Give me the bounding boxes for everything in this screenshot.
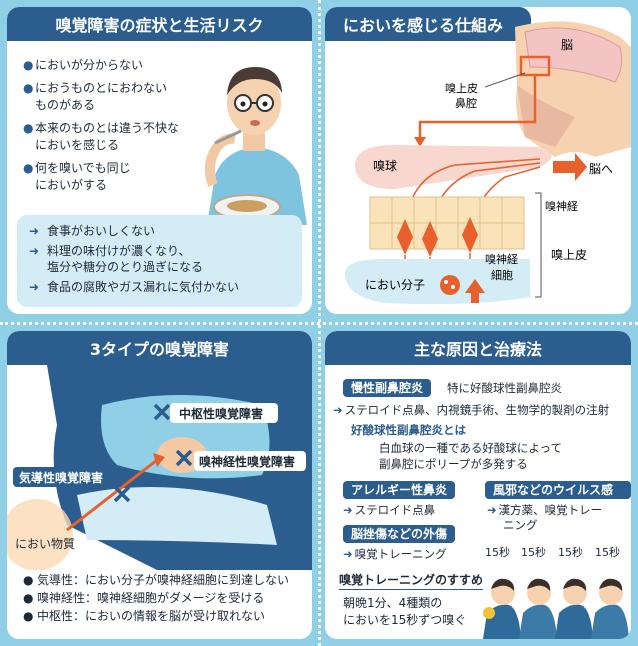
mechanism-panel-title: においを感じる仕組み [325,7,531,41]
man-eating-illustration [204,67,307,225]
mechanism-panel: においを感じる仕組み 脳 嗅上皮 鼻腔 嗅球 脳へ 嗅神経 [325,7,631,314]
chronic-sinusitis-treatment: ➜ステロイド点鼻、内視鏡手術、生物学的製剤の注射 [333,403,610,417]
allergic-treatment: ➜ステロイド点鼻 [343,503,436,517]
horizontal-divider [0,322,638,325]
nerve-label: 嗅神経 [545,199,578,213]
eosinophilic-note-line: 白血球の一種である好酸球によって [379,441,562,455]
viral-infection-tag: 風邪などのウイルス感染 [485,481,631,513]
odor-molecule-label: におい分子 [365,278,425,292]
types-panel: 3タイプの嗅覚障害 中枢性嗅覚障害 嗅神経性嗅覚障害 気導性嗅覚障害 におい物質… [7,331,312,639]
epithelium-side-label: 嗅上皮 [551,248,587,262]
timer-label: 15秒 [595,546,620,559]
chronic-sinusitis-tag: 慢性副鼻腔炎 [343,379,432,397]
training-description: 朝晩1分、4種類のにおいを15秒ずつ嗅ぐ [343,596,467,627]
risk-item: ➜食品の腐敗やガス漏れに気付かない [29,280,240,294]
symptom-item: ●においが分からない [23,58,144,72]
injury-tag: 脳挫傷などの外傷 [343,525,456,543]
legend-item: ●嗅神経性：嗅神経細胞がダメージを受ける [23,591,265,605]
arrow-right-icon: ➜ [29,224,40,238]
causes-panel: 主な原因と治療法 慢性副鼻腔炎 特に好酸球性副鼻腔炎 ➜ステロイド点鼻、内視鏡手… [325,331,631,639]
risk-list: ➜食事がおいしくない ➜料理の味付けが濃くなり、塩分や糖分のとり過ぎになる ➜食… [29,223,239,299]
bullet-icon: ● [23,573,34,587]
arrow-right-icon: ➜ [29,244,40,258]
bullet-icon: ● [23,121,34,135]
neural-label: 嗅神経性嗅覚障害 [199,454,295,469]
olfactory-mechanism-diagram: 脳 嗅上皮 鼻腔 嗅球 脳へ 嗅神経 [345,21,631,305]
causes-panel-title: 主な原因と治療法 [325,331,631,365]
risk-box: ➜食事がおいしくない ➜料理の味付けが濃くなり、塩分や糖分のとり過ぎになる ➜食… [17,215,302,307]
risk-item: ➜食事がおいしくない [29,224,156,238]
timer-label: 15秒 [521,546,546,559]
symptom-item: ●何を嗅いでも同じにおいがする [23,161,131,192]
bullet-icon: ● [23,591,34,605]
brain-label: 脳 [561,38,573,52]
symptoms-panel-title: 嗅覚障害の症状と生活リスク [7,7,312,41]
types-legend: ●気導性：におい分子が嗅神経細胞に到達しない ●嗅神経性：嗅神経細胞がダメージを… [23,571,289,625]
eosinophilic-note-line: 副鼻腔にポリープが多発する [379,457,528,471]
arrow-right-icon: ➜ [487,503,497,517]
legend-item: ●中枢性：においの情報を脳が受け取れない [23,609,266,623]
arrow-right-icon: ➜ [343,503,353,517]
training-title: 嗅覚トレーニングのすすめ [339,571,484,590]
injury-treatment: ➜嗅覚トレーニング [343,547,447,561]
bulb-label: 嗅球 [373,159,397,173]
timer-label: 15秒 [558,546,583,559]
eosinophilic-note-title: 好酸球性副鼻腔炎とは [351,423,466,437]
bullet-icon: ● [23,58,34,72]
viral-treatment: ➜漢方薬、嗅覚トレー [487,503,603,517]
risk-item: ➜料理の味付けが濃くなり、塩分や糖分のとり過ぎになる [29,244,204,274]
training-people-illustration [483,578,629,639]
cell-label-1: 嗅神経 [485,252,518,266]
bullet-icon: ● [23,81,34,95]
bullet-icon: ● [23,609,34,623]
viral-treatment-cont: ニング [503,518,538,532]
bullet-icon: ● [23,161,34,175]
symptoms-panel: 嗅覚障害の症状と生活リスク ●においが分からない ●におうものとにおわないものが… [7,7,312,314]
arrow-right-icon: ➜ [333,403,343,417]
allergic-rhinitis-tag: アレルギー性鼻炎 [343,481,456,499]
nasal-cavity-label: 鼻腔 [455,96,477,110]
symptom-item: ●本来のものとは違う不快なにおいを感じる [23,121,180,152]
odor-substance-label: におい物質 [15,536,75,551]
epithelium-top-label: 嗅上皮 [445,81,478,95]
types-panel-title: 3タイプの嗅覚障害 [7,331,312,365]
arrow-right-icon: ➜ [343,547,353,561]
legend-item: ●気導性：におい分子が嗅神経細胞に到達しない [23,573,290,587]
types-diagram: 中枢性嗅覚障害 嗅神経性嗅覚障害 気導性嗅覚障害 におい物質 [7,365,312,570]
to-brain-label: 脳へ [589,162,613,176]
central-label: 中枢性嗅覚障害 [179,406,263,421]
chronic-sinusitis-sub: 特に好酸球性副鼻腔炎 [447,381,562,395]
symptom-list: ●においが分からない ●におうものとにおわないものがある ●本来のものとは違う不… [23,57,203,200]
cell-label-2: 細胞 [491,269,513,282]
timer-label: 15秒 [485,546,510,559]
conductive-label: 気導性嗅覚障害 [19,470,103,485]
symptom-item: ●におうものとにおわないものがある [23,81,168,112]
arrow-right-icon: ➜ [29,280,40,294]
